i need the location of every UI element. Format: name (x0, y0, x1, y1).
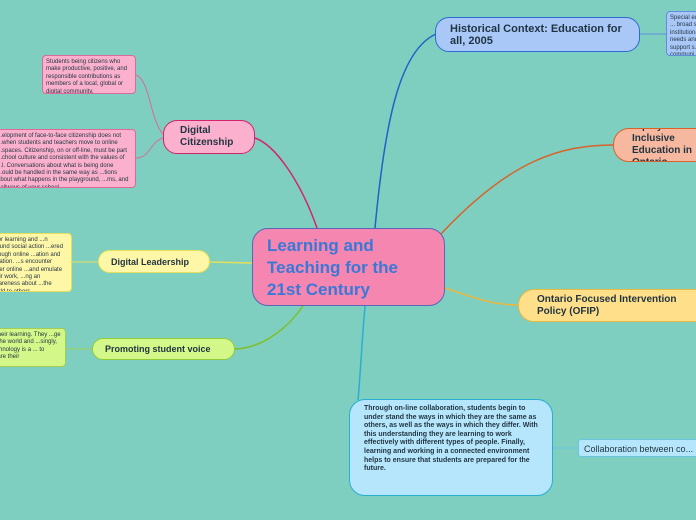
link-collaboration (357, 305, 366, 401)
topic-collaboration[interactable]: Through on-line collaboration, students … (349, 399, 553, 496)
topic-collaboration-text: Through on-line collaboration, students … (364, 405, 538, 473)
topic-equity-label: Equity and Inclusive Education in Ontari… (632, 129, 692, 161)
central-topic[interactable]: Learning and Teaching for the 21st Centu… (252, 228, 445, 306)
digital-citizenship-note-1[interactable]: Students being citizens who make product… (42, 55, 136, 94)
topic-student-voice[interactable]: Promoting student voice (92, 338, 235, 360)
digital-leadership-note[interactable]: ...for learning and ...n around social a… (0, 233, 72, 292)
historical-note[interactable]: Special education ... broad social ... i… (666, 11, 696, 56)
topic-historical-label: Historical Context: Education for all, 2… (450, 22, 622, 47)
sv-note-text: ...their learning. They ...ge of the wor… (0, 332, 61, 361)
central-topic-label: Learning and Teaching for the 21st Centu… (267, 236, 398, 299)
link-digital-citizenship (254, 137, 318, 229)
dc-note-2-text: ...elopment of face-to-face citizenship … (0, 133, 129, 188)
student-voice-note[interactable]: ...their learning. They ...ge of the wor… (0, 328, 66, 367)
link-dc-note2 (135, 137, 164, 159)
topic-digital-citizenship[interactable]: Digital Citizenship (163, 120, 255, 154)
topic-equity[interactable]: Equity and Inclusive Education in Ontari… (613, 128, 696, 162)
link-ofip (444, 287, 520, 306)
collaboration-child[interactable]: Collaboration between co... (578, 439, 696, 457)
collaboration-child-label: Collaboration between co... (584, 444, 694, 454)
topic-historical-context[interactable]: Historical Context: Education for all, 2… (435, 17, 640, 52)
historical-note-text: Special education ... broad social ... i… (670, 15, 696, 56)
topic-digital-leadership[interactable]: Digital Leadership (98, 250, 210, 273)
link-student-voice (234, 305, 304, 350)
dl-note-text: ...for learning and ...n around social a… (0, 237, 64, 292)
topic-ofip-label: Ontario Focused Intervention Policy (OFI… (537, 293, 677, 317)
link-dc-note1 (135, 74, 164, 135)
link-equity (439, 144, 615, 236)
link-historical (374, 33, 437, 229)
dc-note-1-text: Students being citizens who make product… (46, 59, 128, 94)
link-digital-leadership (209, 261, 253, 264)
topic-ofip[interactable]: Ontario Focused Intervention Policy (OFI… (518, 289, 696, 322)
digital-citizenship-note-2[interactable]: ...elopment of face-to-face citizenship … (0, 129, 136, 188)
topic-digital-leadership-label: Digital Leadership (111, 256, 190, 267)
topic-student-voice-label: Promoting student voice (105, 344, 211, 354)
topic-digital-citizenship-label: Digital Citizenship (180, 125, 234, 148)
